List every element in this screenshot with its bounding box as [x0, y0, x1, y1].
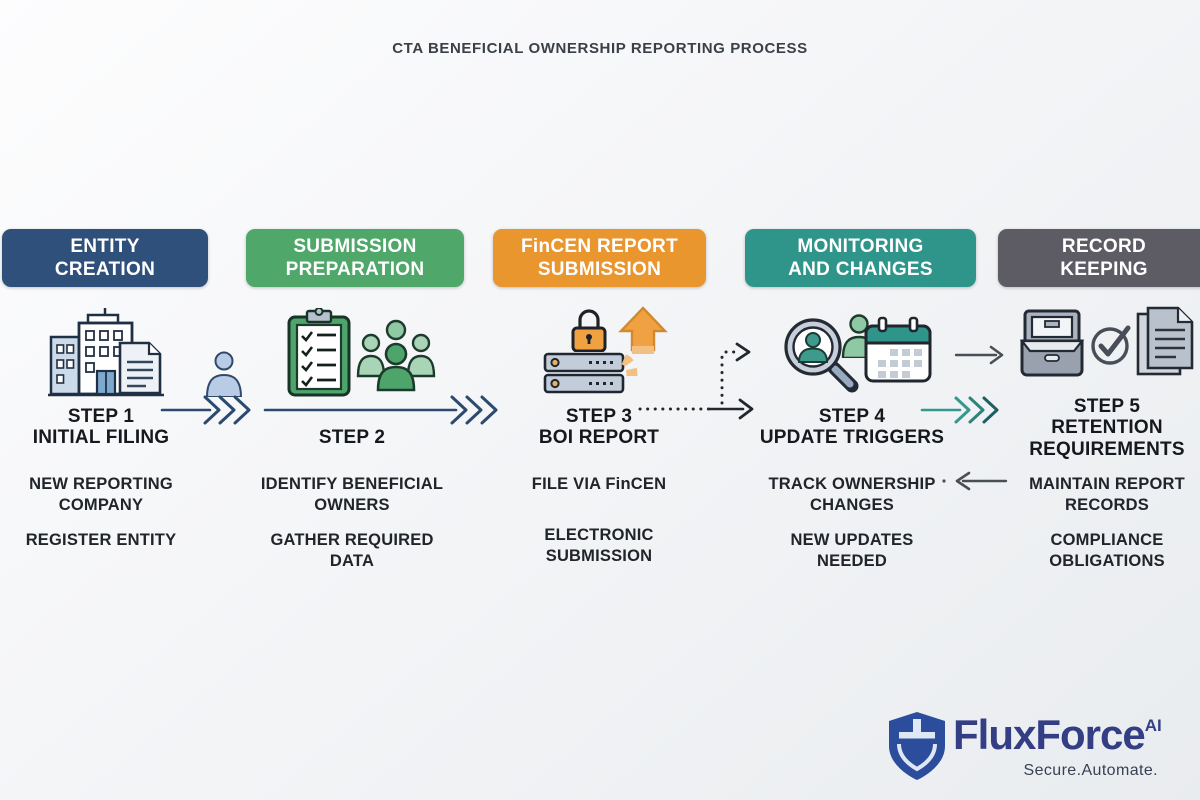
arrow-step4-to-step5-plain-icon	[954, 345, 1004, 365]
header-fincen-report-submission: FinCEN REPORT SUBMISSION	[493, 229, 706, 287]
fluxforce-shield-icon	[889, 712, 945, 780]
archive-box-icon	[1019, 309, 1085, 377]
step3-item-2: ELECTRONIC SUBMISSION	[544, 526, 654, 565]
checklist-clipboard-icon	[287, 308, 351, 397]
header-submission-preparation: SUBMISSION PREPARATION	[246, 229, 464, 287]
step3-item-1: FILE VIA FinCEN	[531, 475, 667, 493]
people-group-icon	[356, 319, 436, 392]
calendar-icon	[864, 316, 932, 383]
step2-label: STEP 2	[318, 427, 386, 448]
logo-tagline: Secure.Automate.	[1023, 762, 1158, 779]
office-building-icon	[48, 308, 164, 397]
page-title: CTA BENEFICIAL OWNERSHIP REPORTING PROCE…	[392, 40, 808, 57]
header-record-keeping: RECORD KEEPING	[998, 229, 1200, 287]
step5-label: STEP 5 RETENTION REQUIREMENTS	[1029, 396, 1185, 460]
step4-item-2: NEW UPDATES NEEDED	[790, 531, 914, 570]
documents-icon	[1136, 306, 1194, 376]
step5-item-1: MAINTAIN REPORT RECORDS	[1029, 475, 1185, 514]
logo-brand: FluxForce	[953, 711, 1146, 758]
fluxforce-logo-text: FluxForceAI	[953, 711, 1168, 759]
server-stack-icon	[543, 352, 625, 394]
step1-label: STEP 1 INITIAL FILING	[32, 406, 170, 449]
arrow-step2-to-step3-icon	[263, 395, 498, 425]
step3-label: STEP 3 BOI REPORT	[538, 406, 660, 449]
header-monitoring-and-changes: MONITORING AND CHANGES	[745, 229, 976, 287]
step1-item-2: REGISTER ENTITY	[25, 531, 177, 549]
step4-label: STEP 4 UPDATE TRIGGERS	[759, 406, 945, 449]
upload-arrow-icon	[618, 306, 668, 377]
check-circle-icon	[1091, 325, 1131, 365]
step1-item-1: NEW REPORTING COMPANY	[29, 475, 173, 514]
step5-item-2: COMPLIANCE OBLIGATIONS	[1049, 531, 1165, 570]
step2-item-1: IDENTIFY BENEFICIAL OWNERS	[260, 475, 444, 514]
search-person-icon	[784, 318, 859, 393]
person-icon	[205, 351, 243, 397]
step4-item-1: TRACK OWNERSHIP CHANGES	[768, 475, 936, 514]
lock-icon	[571, 309, 607, 352]
logo-suffix: AI	[1144, 716, 1162, 735]
document-icon	[118, 341, 162, 395]
step2-item-2: GATHER REQUIRED DATA	[270, 531, 434, 570]
header-entity-creation: ENTITY CREATION	[2, 229, 208, 287]
